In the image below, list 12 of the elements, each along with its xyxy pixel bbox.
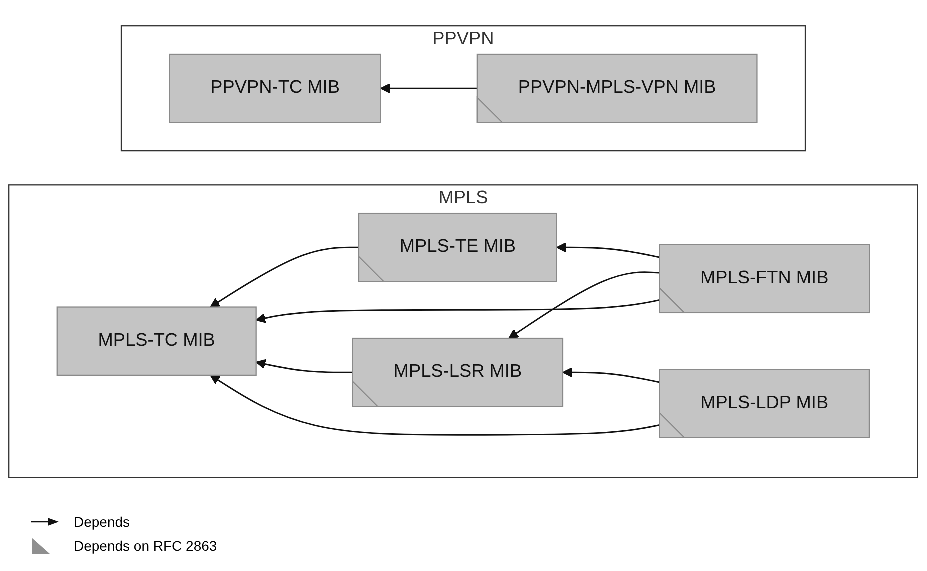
- arrow: [562, 367, 660, 383]
- arrow: [210, 246, 359, 308]
- node-box: PPVPN-TC MIB: [169, 54, 382, 123]
- node-box: MPLS-TC MIB: [56, 306, 257, 376]
- legend-label: Depends: [74, 514, 130, 530]
- arrow: [380, 83, 478, 94]
- legend-label: Depends on RFC 2863: [74, 538, 218, 554]
- arrow: [256, 299, 660, 323]
- arrow: [210, 374, 660, 436]
- arrow: [508, 271, 660, 339]
- arrow: [256, 358, 353, 373]
- arrow: [556, 242, 660, 258]
